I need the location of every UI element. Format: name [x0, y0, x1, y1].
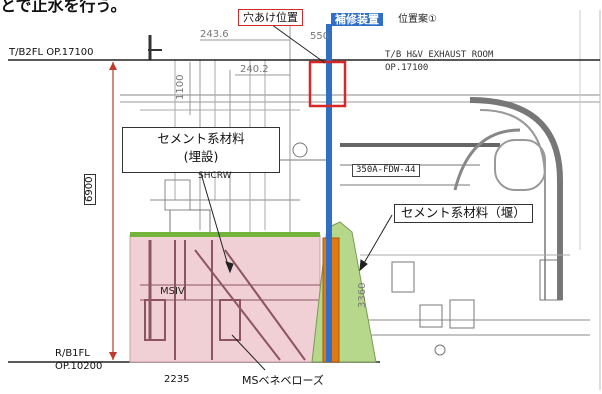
pink-equipment-zone — [129, 232, 321, 363]
dimension-550-label: 550 — [310, 31, 330, 42]
bottom-floor-level-label: R/B1FL — [55, 348, 90, 359]
pipe-tag-label: 350A-FDW-44 — [352, 164, 420, 177]
plan-reference-label: 位置案① — [398, 14, 437, 25]
dimension-2235-label: 2235 — [164, 374, 190, 385]
leader-lines — [199, 21, 393, 371]
height-dimension-arrow — [109, 62, 117, 360]
top-floor-level-label: T/B2FL OP.17100 — [9, 47, 94, 58]
blue-sealing-pipe — [326, 24, 332, 362]
room-op-label: OP.17100 — [385, 63, 429, 73]
bottom-op-label: OP.10200 — [55, 361, 103, 372]
dimension-3360-label: 3360 — [357, 282, 368, 308]
room-name-label: T/B H&V EXHAUST ROOM — [385, 50, 494, 60]
intro-text: とで止水を行う。 — [0, 0, 127, 15]
cement-buried-callout: セメント系材料 (埋設) — [122, 127, 280, 173]
cement-buried-line1: セメント系材料 — [157, 131, 245, 146]
bellows-label: MSベネベローズ — [242, 374, 324, 387]
cement-dam-callout: セメント系材料（堰） — [394, 204, 533, 223]
height-dimension-label: 6900 — [84, 173, 96, 205]
cement-buried-line2: (埋設) — [183, 149, 219, 164]
hole-position-callout: 穴あけ位置 — [238, 9, 303, 26]
repair-device-callout: 補修装置 — [331, 13, 383, 26]
valve-tag-label: SHCRW — [198, 171, 232, 181]
dimension-240-label: 240.2 — [240, 64, 269, 75]
drill-position-frame — [308, 60, 347, 108]
dimension-243-label: 243.6 — [200, 29, 229, 40]
msiv-label: MSIV — [160, 286, 185, 297]
dimension-1100-label: 1100 — [175, 74, 186, 100]
